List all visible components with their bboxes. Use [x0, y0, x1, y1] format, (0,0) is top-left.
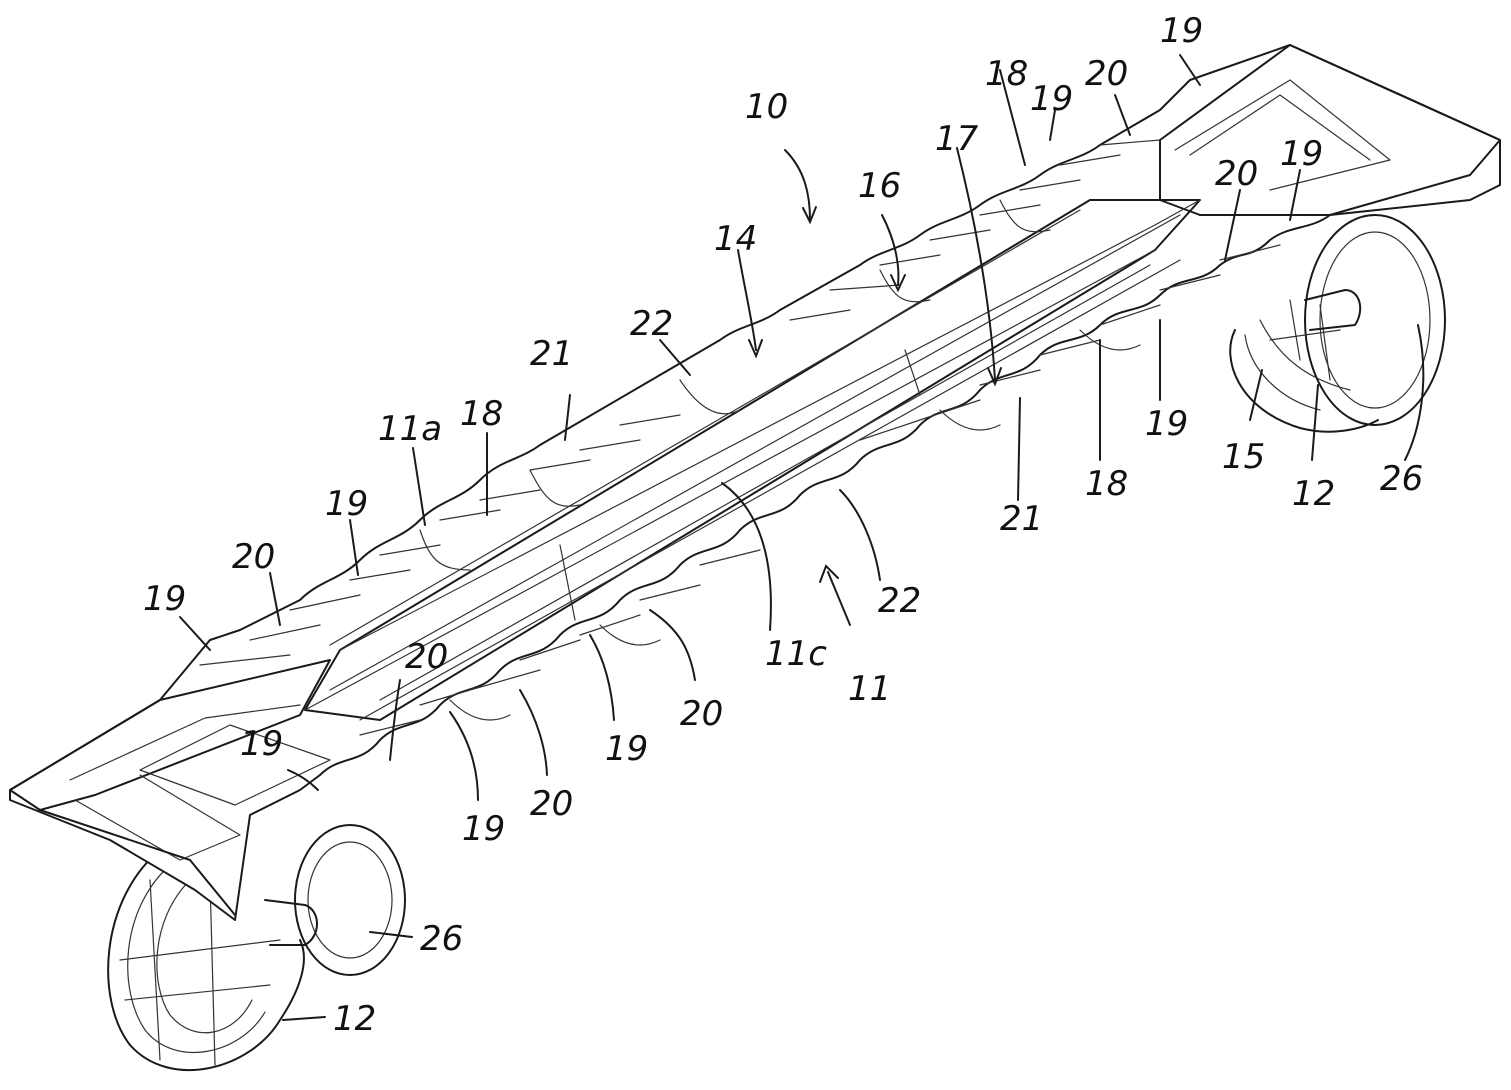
label-11: 11 [848, 669, 891, 709]
label-22-bottom: 22 [878, 581, 921, 621]
strap-body [10, 45, 1500, 920]
label-22-top: 22 [630, 304, 673, 344]
label-19-left3: 19 [240, 724, 283, 764]
label-20-top1: 20 [1085, 54, 1128, 94]
label-20-bottom2: 20 [680, 694, 723, 734]
label-10: 10 [745, 87, 788, 127]
label-20-bottom1: 20 [530, 784, 573, 824]
label-26-left: 26 [420, 919, 463, 959]
label-18-bottom: 18 [1085, 464, 1128, 504]
label-21-bottom: 21 [1000, 499, 1043, 539]
label-16: 16 [858, 166, 901, 206]
label-11a: 11a [378, 409, 442, 449]
label-19-left1: 19 [325, 484, 368, 524]
label-20-right: 20 [1215, 154, 1258, 194]
label-19-left2: 19 [143, 579, 186, 619]
label-19-bottom3: 19 [1145, 404, 1188, 444]
label-17: 17 [935, 119, 979, 159]
label-12-right: 12 [1292, 474, 1335, 514]
label-19-bottom2: 19 [605, 729, 648, 769]
label-18-left: 18 [460, 394, 503, 434]
label-19-top1: 19 [1030, 79, 1073, 119]
label-20-left1: 20 [232, 537, 275, 577]
label-19-bottom1: 19 [462, 809, 505, 849]
label-12-left: 12 [333, 999, 376, 1039]
label-19-top2: 19 [1160, 11, 1203, 51]
label-11c: 11c [765, 634, 827, 674]
label-15: 15 [1222, 437, 1265, 477]
label-19-right: 19 [1280, 134, 1323, 174]
label-26-right: 26 [1380, 459, 1423, 499]
label-21-top: 21 [530, 334, 573, 374]
label-18-top: 18 [985, 54, 1028, 94]
label-20-left2: 20 [405, 637, 448, 677]
label-14: 14 [714, 219, 757, 259]
